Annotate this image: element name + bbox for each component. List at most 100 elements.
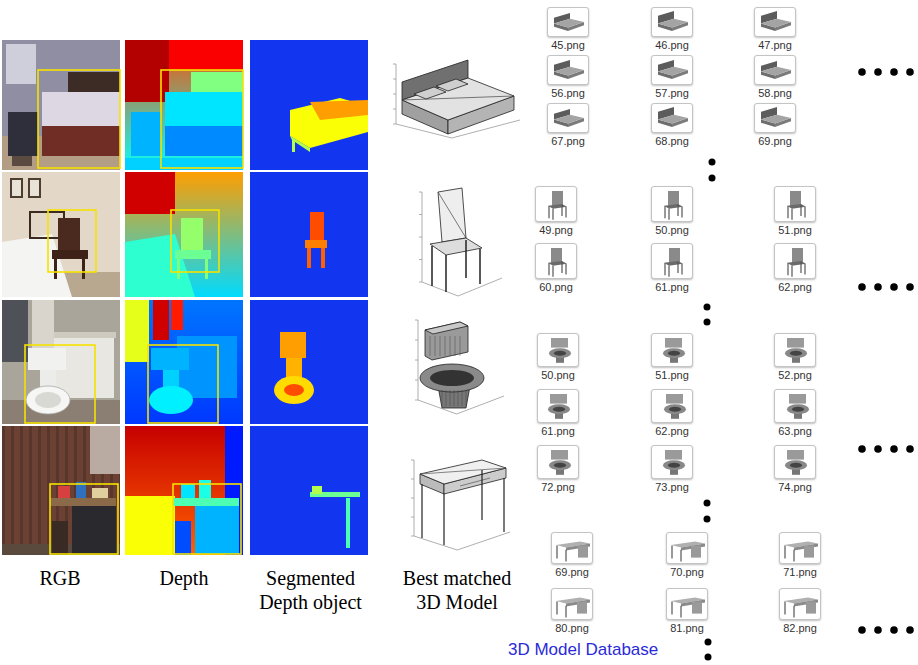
continuation-dot — [709, 159, 716, 166]
shape — [691, 546, 701, 558]
axis-tick — [415, 320, 418, 321]
shape — [310, 100, 368, 120]
shape — [420, 364, 484, 392]
shape — [35, 392, 61, 408]
depth-map — [125, 300, 243, 424]
model-thumbnail — [651, 389, 693, 423]
shape — [420, 460, 506, 484]
stroke-line — [671, 546, 672, 559]
thumbnail: 45.png — [545, 7, 591, 52]
shape — [310, 212, 324, 242]
shape — [10, 178, 23, 198]
shape — [125, 426, 243, 555]
axis-tick — [393, 79, 396, 80]
file-name: 51.png — [778, 224, 812, 237]
model-thumbnail — [651, 445, 693, 479]
stroke-line — [664, 206, 665, 218]
depth-map — [125, 40, 243, 170]
shape — [125, 172, 243, 297]
shape — [20, 426, 23, 555]
file-name: 46.png — [655, 39, 689, 52]
shape — [284, 384, 304, 396]
shape — [54, 259, 57, 279]
shape — [11, 426, 14, 555]
thumbnail: 72.png — [535, 445, 581, 494]
thumbnail: 62.png — [649, 389, 695, 438]
axis-tick — [393, 109, 396, 110]
file-name: 56.png — [551, 87, 585, 100]
stroke-line — [671, 602, 672, 615]
shape — [761, 67, 791, 76]
model-thumbnail — [551, 532, 593, 564]
shape — [663, 460, 685, 470]
shape — [42, 126, 120, 156]
shape — [430, 370, 474, 386]
shape — [205, 259, 208, 279]
continuation-dot — [709, 175, 716, 182]
stroke-line — [784, 602, 785, 615]
stroke-line — [791, 266, 792, 277]
continuation-dot — [874, 626, 882, 634]
shape — [305, 240, 327, 248]
continuation-dot — [704, 319, 711, 326]
shape — [761, 19, 791, 28]
shape — [312, 486, 322, 494]
hatch-line — [446, 390, 447, 406]
thumbnail: 62.png — [772, 243, 818, 294]
stroke-line — [787, 263, 788, 275]
file-name: 62.png — [655, 425, 689, 438]
stroke-line — [565, 207, 566, 218]
shape — [125, 300, 243, 424]
shape — [554, 351, 566, 356]
model-thumbnail — [651, 243, 693, 279]
stroke-line — [784, 546, 785, 559]
stroke-line — [556, 546, 557, 559]
bounding-box — [48, 210, 96, 272]
model-thumbnail — [651, 7, 693, 37]
segmented-depth — [250, 300, 368, 424]
bounding-box — [171, 210, 219, 272]
continuation-dot — [890, 68, 898, 76]
hatch-line — [435, 336, 436, 356]
shape — [669, 407, 681, 412]
shape — [42, 92, 120, 126]
shape — [790, 463, 802, 468]
depth-map-content — [125, 40, 243, 170]
column-caption: Best matched 3D Model — [392, 566, 522, 614]
thumbnail: 71.png — [777, 532, 823, 579]
shape — [52, 250, 88, 259]
model-thumbnail — [774, 186, 816, 222]
model-thumbnail — [774, 389, 816, 423]
stroke-line — [552, 266, 553, 277]
segmented-depth-content — [250, 426, 368, 555]
model-thumbnail — [651, 186, 693, 222]
file-name: 70.png — [670, 566, 704, 579]
shape — [549, 348, 571, 358]
shape — [181, 218, 203, 252]
stroke-line — [421, 484, 422, 538]
stroke-line — [443, 494, 444, 545]
shape — [165, 126, 243, 156]
file-name: 60.png — [539, 281, 573, 294]
shape — [792, 407, 804, 412]
shape — [658, 115, 688, 124]
shape — [250, 426, 368, 555]
continuation-dot — [906, 445, 914, 453]
shape — [658, 67, 688, 76]
thumbnail: 46.png — [649, 7, 695, 52]
shape — [792, 248, 803, 263]
thumbnail: 52.png — [772, 333, 818, 382]
shape — [664, 404, 686, 414]
shape — [551, 450, 568, 460]
axis-tick — [411, 517, 414, 518]
shape — [175, 521, 191, 555]
model-thumbnail — [535, 243, 577, 279]
thumbnail: 82.png — [777, 588, 823, 635]
model-thumbnail — [651, 103, 693, 133]
shape — [668, 191, 679, 206]
axis-tick — [393, 94, 396, 95]
model-thumbnail — [651, 55, 693, 85]
continuation-dot — [858, 626, 866, 634]
shape — [90, 426, 120, 474]
model-thumbnail — [666, 532, 708, 564]
